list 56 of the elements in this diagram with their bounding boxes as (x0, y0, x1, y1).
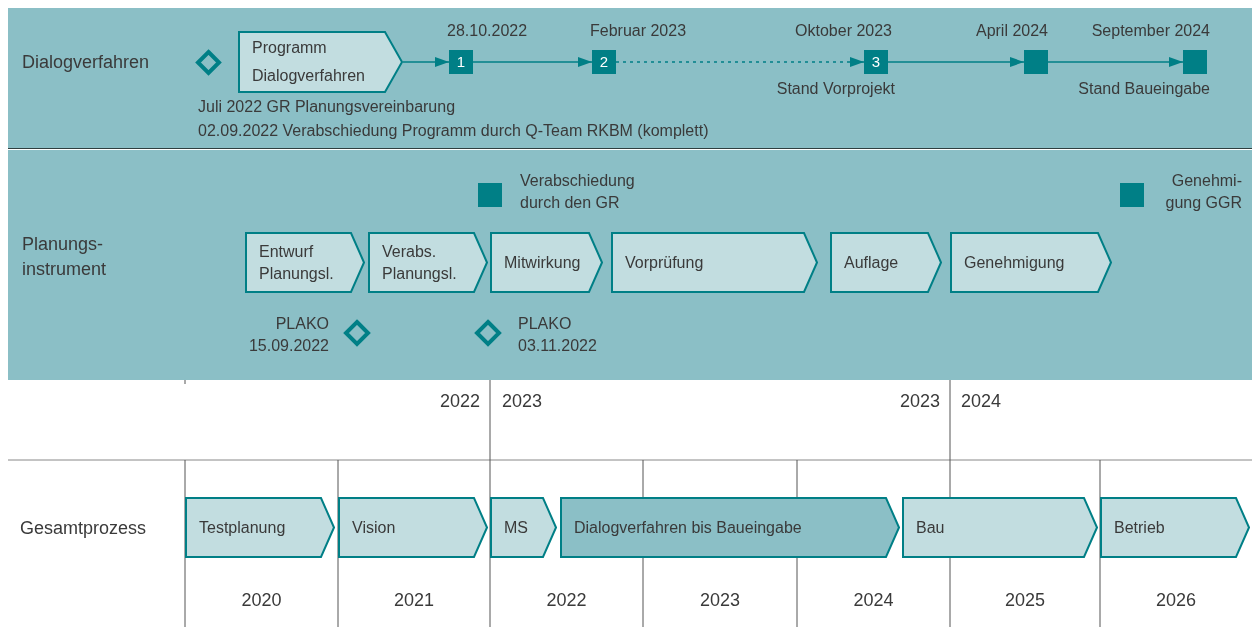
arrow (887, 57, 1025, 67)
row-heading: Gesamtprozess (20, 517, 148, 539)
year-label: 2025 (1003, 589, 1046, 611)
year-label: 2021 (392, 589, 435, 611)
milestone-diamond (474, 319, 502, 347)
phase-step: Auflage (830, 232, 942, 293)
date-label: PLAKO 15.09.2022 (247, 314, 329, 356)
date-label: PLAKO 03.11.2022 (518, 314, 598, 356)
note-text: 02.09.2022 Verabschiedung Programm durch Q-Team RKBM (komplett) (198, 121, 710, 141)
date-label: Stand Baueingabe (1077, 79, 1210, 99)
note-text: Juli 2022 GR Planungsvereinbarung (198, 97, 457, 117)
date-label: 28.10.2022 (447, 21, 529, 41)
year-label: 2023 (898, 390, 940, 412)
row-heading: Planungs- instrument (22, 233, 108, 281)
year-label: 2023 (698, 589, 741, 611)
arrow (1047, 57, 1184, 67)
year-label: 2020 (240, 589, 283, 611)
date-label: Oktober 2023 (794, 21, 892, 41)
phase-step: Betrieb (1100, 497, 1250, 558)
year-label: 2022 (545, 589, 588, 611)
milestone-diamond (343, 319, 371, 347)
arrow (615, 57, 865, 67)
phase-step: Vorprüfung (611, 232, 818, 293)
milestone-square: 3 (864, 50, 888, 74)
milestone-diamond (195, 49, 222, 76)
phase-step: Testplanung (185, 497, 335, 558)
phase-step: Verabs. Planungsl. (368, 232, 488, 293)
date-label: Verabschiedung durch den GR (520, 171, 636, 213)
year-label: 2023 (502, 390, 544, 412)
milestone-square: 1 (449, 50, 473, 74)
milestone-square (1183, 50, 1207, 74)
arrow (402, 57, 450, 67)
milestone-square: 2 (592, 50, 616, 74)
row-heading: Dialogverfahren (22, 51, 151, 74)
year-label: 2024 (852, 589, 895, 611)
process-step: Programm Dialogverfahren (238, 31, 403, 93)
date-label: Genehmi- gung GGR (1164, 171, 1242, 213)
arrow (472, 57, 593, 67)
date-label: Stand Vorprojekt (775, 79, 895, 99)
phase-step: Vision (338, 497, 488, 558)
phase-step: Dialogverfahren bis Baueingabe (560, 497, 900, 558)
phase-step: Mitwirkung (490, 232, 603, 293)
phase-step: Entwurf Planungsl. (245, 232, 365, 293)
phase-step: Bau (902, 497, 1098, 558)
year-label: 2022 (438, 390, 480, 412)
date-label: April 2024 (974, 21, 1048, 41)
milestone-square (1120, 183, 1144, 207)
milestone-square (478, 183, 502, 207)
year-label: 2024 (961, 390, 1003, 412)
row-band (8, 8, 1252, 148)
phase-step: MS (490, 497, 557, 558)
phase-step: Genehmigung (950, 232, 1112, 293)
milestone-square (1024, 50, 1048, 74)
date-label: Februar 2023 (590, 21, 688, 41)
year-label: 2026 (1154, 589, 1197, 611)
row-band (8, 150, 1252, 380)
